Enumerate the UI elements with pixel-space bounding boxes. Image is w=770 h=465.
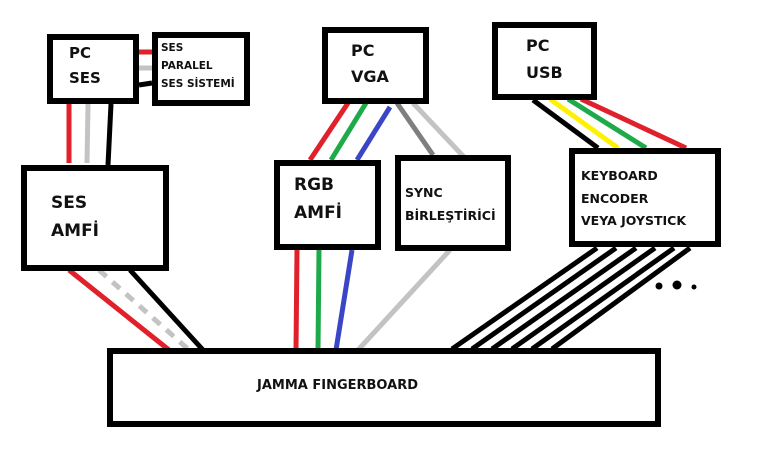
wire-red	[67, 268, 171, 352]
ellipsis-dot	[691, 284, 697, 290]
jamma-label: JAMMA FINGERBOARD	[257, 378, 418, 393]
keyboard-label-1: KEYBOARD	[581, 168, 658, 183]
pc-usb-label-1: PC	[526, 36, 550, 55]
wire-red	[307, 101, 351, 162]
sync-box: SYNC BİRLEŞTİRİCİ	[395, 155, 511, 251]
wire-black	[450, 245, 599, 352]
wire-green	[328, 101, 369, 162]
wire-black	[530, 245, 676, 352]
keyboard-encoder-box: KEYBOARD ENCODER VEYA JOYSTICK	[569, 148, 721, 247]
ses-paralel-label-2: PARALEL	[161, 60, 213, 72]
pc-vga-label-1: PC	[351, 41, 375, 60]
ellipsis-dot	[672, 280, 682, 290]
ses-paralel-label-3: SES SİSTEMİ	[161, 78, 235, 90]
wire-black	[470, 245, 618, 352]
wire-black	[105, 103, 114, 166]
wire-green	[566, 96, 648, 151]
keyboard-label-3: VEYA JOYSTICK	[581, 213, 687, 228]
ses-paralel-label-1: SES	[161, 42, 184, 54]
wire-black	[490, 245, 638, 352]
keyboard-label-2: ENCODER	[581, 191, 649, 206]
ellipsis-dots	[655, 280, 697, 290]
rgb-amfi-box: RGB AMFİ	[274, 160, 381, 250]
wire-black	[531, 97, 600, 151]
pc-ses-label-1: PC	[69, 44, 92, 62]
rgb-amfi-label-2: AMFİ	[294, 203, 343, 223]
ellipsis-dot	[655, 282, 663, 290]
sync-label-1: SYNC	[405, 185, 443, 200]
pc-usb-box: PC USB	[492, 22, 597, 100]
pc-ses-label-2: SES	[69, 69, 101, 87]
wire-green	[315, 249, 322, 351]
wire-gray	[84, 103, 91, 164]
wire-dark-gray	[394, 101, 436, 157]
wire-black	[138, 80, 153, 88]
wire-red	[293, 249, 300, 351]
wire-gray	[356, 248, 452, 352]
wire-black	[510, 245, 657, 352]
rgb-amfi-label-1: RGB	[294, 175, 335, 195]
wire-black	[128, 268, 205, 352]
ses-amfi-label-2: AMFİ	[51, 221, 100, 241]
ses-paralel-box: SES PARALEL SES SİSTEMİ	[152, 32, 250, 106]
pc-vga-label-2: VGA	[351, 67, 389, 86]
jamma-fingerboard-box: JAMMA FINGERBOARD	[107, 348, 661, 427]
ses-amfi-label-1: SES	[51, 193, 88, 213]
wire-blue	[354, 105, 393, 162]
wire-gray	[411, 101, 466, 159]
wire-blue	[333, 249, 355, 351]
pc-vga-box: PC VGA	[322, 27, 429, 104]
pc-ses-box: PC SES	[47, 34, 139, 104]
wire-gray	[97, 268, 191, 352]
wire-red	[579, 96, 688, 151]
sync-label-2: BİRLEŞTİRİCİ	[405, 208, 496, 223]
pc-usb-label-2: USB	[526, 63, 563, 82]
wire-yellow	[548, 96, 620, 151]
ses-amfi-box: SES AMFİ	[21, 165, 169, 271]
wire-black	[550, 245, 692, 352]
